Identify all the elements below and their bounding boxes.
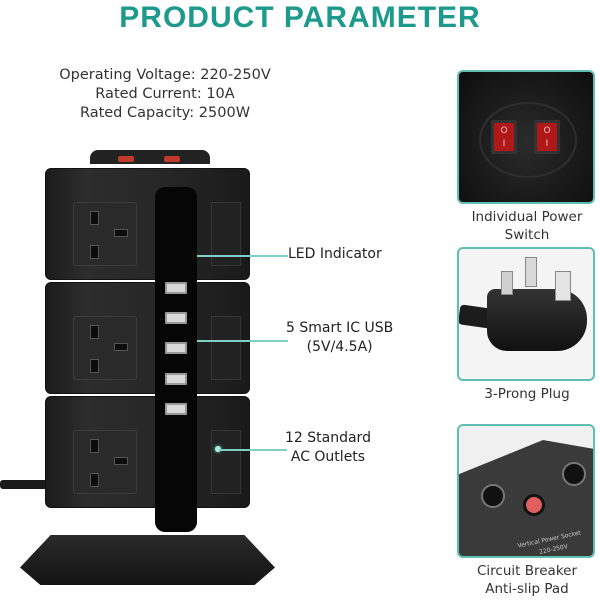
usb-port-icon bbox=[165, 312, 187, 324]
usb-port-icon bbox=[165, 373, 187, 385]
switch-cap bbox=[90, 150, 210, 164]
feature-caption: Individual Power Switch bbox=[471, 209, 583, 243]
power-tower-image bbox=[0, 140, 290, 585]
plug-pin-icon bbox=[501, 271, 513, 295]
spec-voltage: Operating Voltage: 220-250V bbox=[59, 67, 271, 83]
plug-body bbox=[487, 289, 587, 351]
plug-pin-icon bbox=[525, 257, 537, 287]
anti-slip-base bbox=[20, 535, 275, 585]
callout-led-indicator: LED Indicator bbox=[288, 246, 382, 262]
spec-capacity: Rated Capacity: 2500W bbox=[79, 105, 251, 121]
circuit-breaker-button-icon bbox=[523, 494, 545, 516]
spec-current: Rated Current: 10A bbox=[95, 86, 235, 102]
feature-plug: 3-Prong Plug bbox=[457, 247, 597, 403]
side-socket-icon bbox=[211, 316, 241, 380]
plug-image bbox=[457, 247, 595, 381]
power-cord bbox=[0, 480, 48, 489]
callout-line bbox=[182, 255, 288, 257]
feature-breaker: Vertical Power Socket 220-250V Circuit B… bbox=[457, 424, 597, 598]
uk-socket-icon bbox=[73, 430, 137, 494]
outlet-tier-top bbox=[45, 168, 250, 280]
plug-pin-icon bbox=[555, 271, 571, 301]
feature-caption: Circuit Breaker Anti-slip Pad bbox=[476, 563, 578, 597]
callout-ac-outlets: 12 Standard AC Outlets bbox=[285, 430, 371, 465]
usb-strip bbox=[155, 187, 197, 532]
uk-socket-icon bbox=[73, 202, 137, 266]
usb-port-icon bbox=[165, 342, 187, 354]
callout-line bbox=[219, 449, 287, 451]
page-title: PRODUCT PARAMETER bbox=[119, 1, 481, 34]
callout-usb: 5 Smart IC USB (5V/4.5A) bbox=[286, 320, 394, 355]
feature-caption: 3-Prong Plug bbox=[484, 386, 570, 402]
specifications: Operating Voltage: 220-250V Rated Curren… bbox=[30, 66, 300, 123]
uk-socket-icon bbox=[73, 316, 137, 380]
switch-nub-icon bbox=[164, 156, 180, 162]
usb-port-icon bbox=[165, 282, 187, 294]
foot-pad-icon bbox=[562, 462, 586, 486]
usb-port-icon bbox=[165, 403, 187, 415]
breaker-image: Vertical Power Socket 220-250V bbox=[457, 424, 595, 558]
outlet-tier-middle bbox=[45, 282, 250, 394]
switch-nub-icon bbox=[118, 156, 134, 162]
callout-line bbox=[182, 340, 288, 342]
callout-dot bbox=[215, 446, 221, 452]
foot-pad-icon bbox=[481, 484, 505, 508]
side-socket-icon bbox=[211, 430, 241, 494]
outlet-tier-bottom bbox=[45, 396, 250, 508]
